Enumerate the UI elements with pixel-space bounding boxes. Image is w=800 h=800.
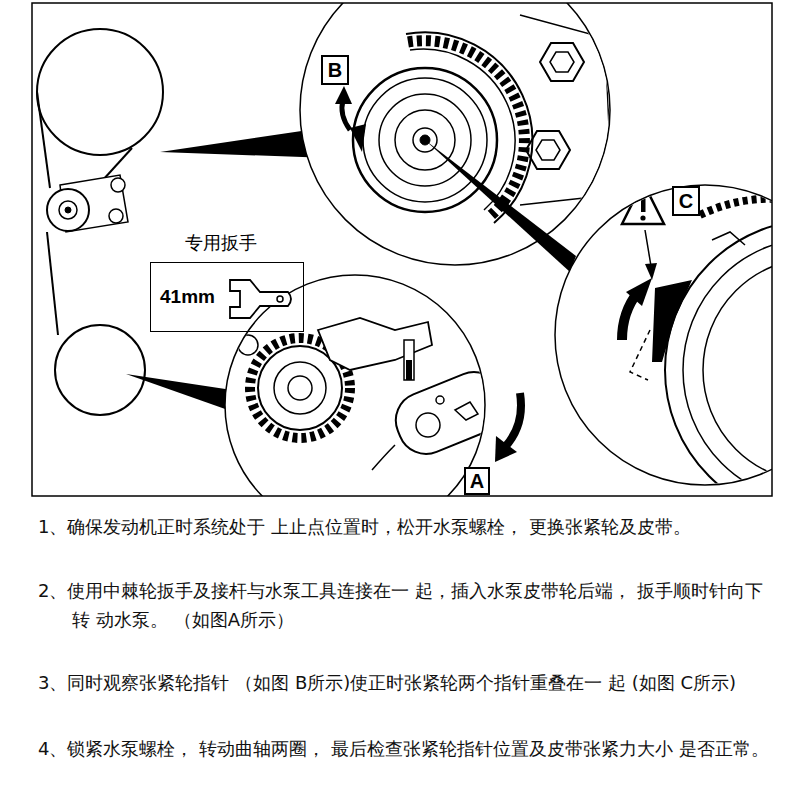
illustration-part [37,29,163,155]
callout-letter: A [470,471,484,491]
illustration-part [626,278,652,306]
illustration-part [712,232,745,245]
illustration-part [288,376,312,400]
illustration-part [640,215,645,220]
illustration-part [238,318,513,470]
illustration-part [32,3,772,496]
illustration-part [406,360,412,380]
illustration-frame-content [37,3,772,496]
illustration-part [652,280,692,362]
illustration-part [350,124,366,152]
illustration-part [404,340,414,380]
illustration-part [318,318,432,370]
illustration-part [555,185,772,485]
instruction-step: 4、锁紧水泵螺栓， 转动曲轴两圈， 最后检查张紧轮指针位置及皮带张紧力大小 是否… [38,734,773,763]
illustration-part [683,238,772,496]
illustration-part [335,86,352,104]
callout-letter: C [679,191,693,211]
illustration-part [109,209,123,223]
illustration-part [372,445,395,470]
illustration-part [342,100,350,130]
illustration-part [47,232,58,335]
illustration-part [425,140,576,272]
illustration-part [436,396,444,404]
tool-size-text: 41mm [160,286,215,308]
instruction-step: 3、同时观察张紧轮指针 （如图 B所示)使正时张紧轮两个指针重叠在一 起 (如图… [38,668,773,697]
illustration-part [126,374,232,410]
illustration-part [641,194,646,212]
illustration-part [520,15,612,205]
illustration-part [622,182,772,496]
illustration-part [230,280,291,318]
illustration-part [277,296,283,302]
illustration-part [416,413,440,437]
illustration-part [645,230,651,266]
illustration-part [47,189,89,231]
tool-callout-box: 专用扳手41mm [150,262,304,332]
instruction-step: 2、使用中棘轮扳手及接杆与水泵工具连接在一 起，插入水泵皮带轮后端， 扳手顺时针… [38,576,773,634]
illustration-part [335,15,612,223]
instruction-step: 1、确保发动机正时系统处于 上止点位置时，松开水泵螺栓， 更换张紧轮及皮带。 [38,512,773,541]
callout-letter-box: B [321,55,349,85]
illustration-part [536,140,560,160]
illustration-part [455,402,478,420]
illustration-part [645,263,657,280]
illustration-part [700,199,772,215]
illustration-part [238,335,258,355]
callout-letter: B [328,60,342,80]
illustration-part [387,364,512,463]
callout-letter-box: A [464,467,490,495]
illustration-part [274,362,326,414]
illustration-part [65,207,71,213]
illustration-part [665,220,772,496]
illustration-part [550,52,574,72]
illustration-part [55,325,145,415]
illustration-part [630,330,650,380]
illustration-part [37,92,50,188]
illustration-part [59,201,77,219]
illustration-part [505,393,521,447]
illustration-part [540,43,584,81]
illustration-part [495,436,517,462]
illustration-part [622,182,664,224]
tool-heading: 专用扳手 [183,231,259,255]
illustration-part [111,178,125,192]
callout-letter-box: C [672,186,700,216]
illustration-part [703,258,772,482]
